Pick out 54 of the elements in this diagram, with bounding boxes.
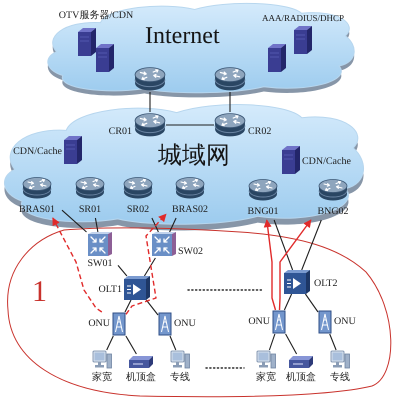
connection-line xyxy=(166,124,214,126)
connection-line xyxy=(125,336,137,354)
device-label: CDN/Cache xyxy=(13,146,62,158)
connection-line xyxy=(285,334,298,354)
device-label: CR02 xyxy=(248,126,272,138)
device-label: BRAS01 xyxy=(18,204,56,216)
device-label: BNG02 xyxy=(317,206,349,218)
connection-line xyxy=(268,334,276,350)
device-label: BRAS02 xyxy=(172,204,208,216)
annotation-number: 1 xyxy=(32,276,47,308)
device-label: OTV服务器/CDN xyxy=(58,10,134,22)
connection-line xyxy=(169,218,177,232)
device-label: ONU xyxy=(88,318,110,330)
connection-line xyxy=(94,218,98,232)
connection-line xyxy=(144,258,156,276)
device-label: OLT2 xyxy=(314,278,338,290)
device-label: SR01 xyxy=(78,204,102,216)
connection-line xyxy=(106,336,114,350)
device-label: ONU xyxy=(174,318,196,330)
connection-line xyxy=(329,334,337,350)
arrow xyxy=(278,219,312,310)
device-label: CDN/Cache xyxy=(302,156,351,168)
connection-line xyxy=(284,294,292,310)
device-label: 家宽 xyxy=(256,372,276,384)
connection-line xyxy=(146,300,158,316)
device-label: SW01 xyxy=(88,258,112,270)
cloud-title: Internet xyxy=(145,22,220,50)
device-label: AAA/RADIUS/DHCP xyxy=(262,12,344,24)
connection-line xyxy=(304,294,318,312)
connection-line xyxy=(118,265,128,276)
device-label: OLT1 xyxy=(98,284,122,296)
device-label: 机顶盒 xyxy=(286,372,316,384)
device-label: SW02 xyxy=(178,246,203,258)
cloud-title: 城域网 xyxy=(158,142,230,170)
connection-line xyxy=(149,92,151,112)
connection-line xyxy=(301,220,322,270)
connection-line xyxy=(124,300,132,312)
connection-line xyxy=(62,210,87,232)
device-label: CR01 xyxy=(108,126,132,138)
device-label: 家宽 xyxy=(92,372,112,384)
arrow xyxy=(125,214,167,315)
device-label: 机顶盒 xyxy=(126,372,156,384)
device-label: ONU xyxy=(334,316,356,328)
arrow xyxy=(264,219,276,310)
device-label: 专线 xyxy=(330,372,350,384)
connection-line xyxy=(151,218,159,232)
arrow xyxy=(52,217,102,313)
connection-line xyxy=(229,92,231,112)
device-label: 专线 xyxy=(170,372,190,384)
device-label: ONU xyxy=(248,316,270,328)
device-label: BNG01 xyxy=(247,206,279,218)
device-label: SR02 xyxy=(126,204,150,216)
connection-line xyxy=(170,336,176,350)
connection-line xyxy=(274,220,294,270)
